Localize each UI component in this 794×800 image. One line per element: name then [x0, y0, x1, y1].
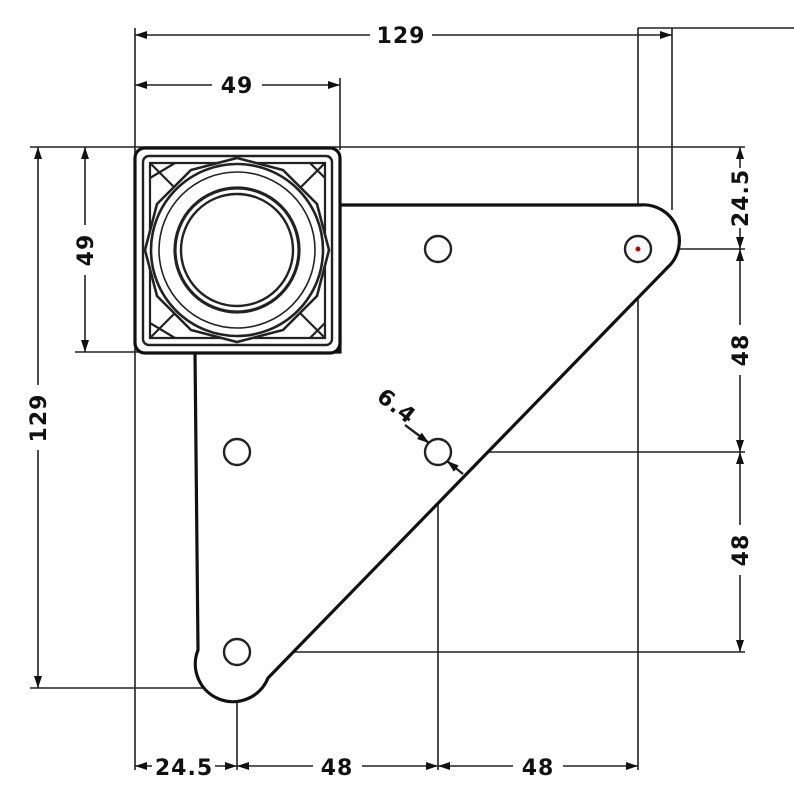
- dim-overall-height: 129: [27, 394, 52, 443]
- bracket-plate: [133, 146, 681, 704]
- hole-left: [222, 437, 252, 467]
- hole-bottom-left: [222, 637, 252, 667]
- dim-bottom-left-offset: 24.5: [155, 756, 213, 781]
- hole-top-middle: [423, 234, 453, 264]
- dim-right-hole-spacing-2: 48: [729, 534, 754, 567]
- dim-square-height: 49: [74, 234, 99, 267]
- dim-square-width: 49: [221, 74, 254, 99]
- dim-overall-width: 129: [377, 24, 426, 49]
- dim-right-hole-spacing-1: 48: [729, 334, 754, 367]
- round-insert: [143, 156, 331, 344]
- dim-bottom-hole-spacing-1: 48: [321, 756, 354, 781]
- hole-center: [423, 437, 453, 467]
- center-marker: [635, 246, 641, 252]
- dim-right-top-offset: 24.5: [729, 169, 754, 227]
- dimension-lines: [34, 31, 744, 770]
- dim-bottom-hole-spacing-2: 48: [522, 756, 555, 781]
